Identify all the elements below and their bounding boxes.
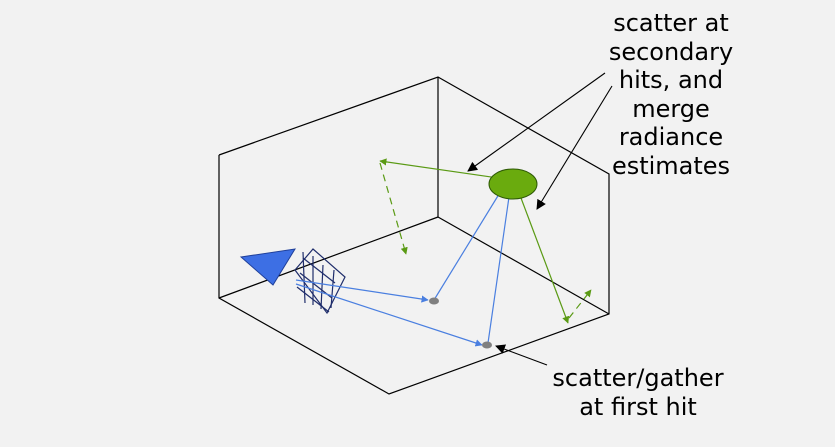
primary-ray-to-hit-2	[295, 283, 483, 347]
secondary-ray-right-dashed	[568, 289, 592, 319]
callout-arrow-first-hit	[495, 344, 548, 366]
label-line: scatter at	[613, 9, 729, 37]
label-line: scatter/gather	[552, 364, 724, 392]
label-line: at first hit	[579, 392, 697, 421]
label-line: estimates	[611, 151, 731, 180]
label-line: radiance	[618, 123, 724, 151]
room-outline	[218, 76, 610, 395]
callout-arrow-disc-left	[467, 72, 606, 172]
secondary-ray-left-dashed	[379, 162, 408, 255]
label-line: hits, and	[618, 66, 724, 94]
first-hit-point-2	[482, 341, 492, 349]
secondary-ray-right	[517, 189, 570, 324]
label-secondary-hits: scatter at secondary hits, and merge rad…	[600, 9, 742, 180]
secondary-ray-left	[379, 158, 513, 181]
label-first-hit: scatter/gather at first hit	[540, 364, 736, 421]
image-plane-grid	[294, 248, 346, 315]
primary-rays	[295, 185, 513, 347]
label-line: merge	[632, 94, 710, 123]
primary-ray-to-hit-1	[295, 279, 429, 303]
camera-frustum	[239, 248, 296, 286]
secondary-hit-disc	[488, 168, 538, 200]
bounce-ray-from-hit-2	[487, 189, 513, 344]
bounce-ray-from-hit-1	[433, 185, 505, 301]
callout-arrow-disc-right	[536, 85, 613, 210]
first-hit-point-1	[429, 297, 439, 305]
annotation-arrows	[467, 72, 613, 366]
label-line: secondary	[608, 37, 734, 66]
room-box	[218, 76, 610, 395]
secondary-rays	[379, 158, 592, 324]
room-floor-edge-right	[437, 216, 610, 315]
camera-icon	[239, 248, 346, 315]
room-floor-edge-left	[218, 216, 439, 299]
